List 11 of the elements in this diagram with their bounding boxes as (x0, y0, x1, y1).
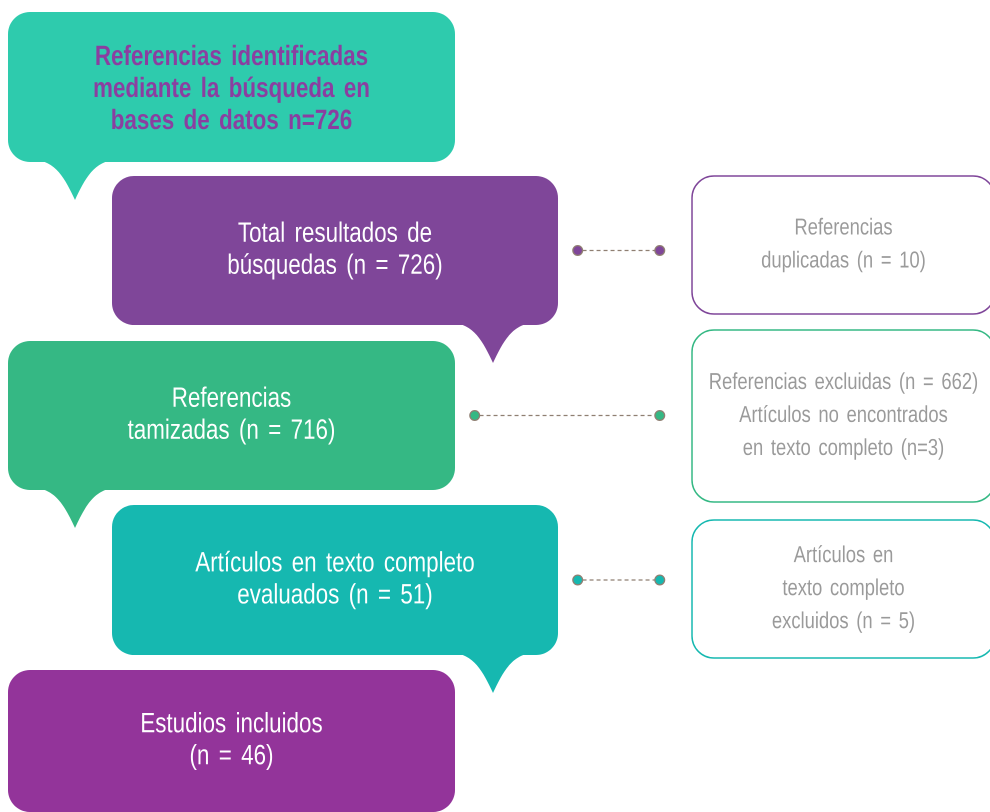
speech-bubble-box: Artículos en texto completo evaluados (n = 51) (112, 505, 558, 693)
connector (572, 574, 666, 586)
connector (469, 410, 666, 421)
speech-bubble-box: Referencias identificadas mediante la búsqueda en bases de datos n=726 (8, 12, 455, 200)
speech-bubble-box: Total resultados de búsquedas (n = 726) (112, 176, 558, 363)
result-box: Referencias excluidas (n = 662) Artículos no encontrados en texto completo (n=3) (691, 329, 990, 503)
result-box: Referencias duplicadas (n = 10) (691, 175, 990, 315)
speech-bubble-box: Referencias tamizadas (n = 716) (8, 341, 455, 528)
result-box: Artículos en texto completo excluidos (n = 5) (691, 519, 990, 659)
connector (572, 245, 666, 256)
speech-bubble-box: Estudios incluidos (n = 46) (8, 670, 455, 812)
